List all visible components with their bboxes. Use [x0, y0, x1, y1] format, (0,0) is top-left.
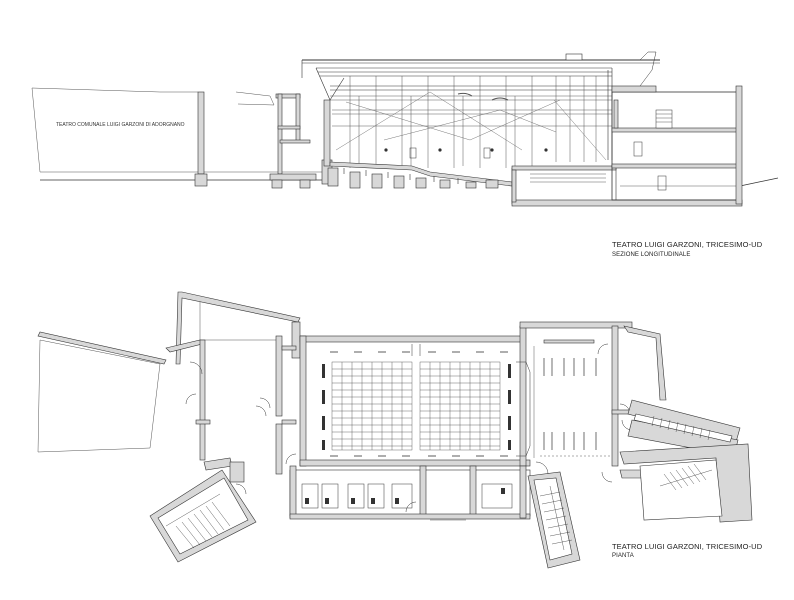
aisle-fixtures [322, 364, 511, 450]
longitudinal-section [31, 51, 779, 207]
section-title: TEATRO LUIGI GARZONI, TRICESIMO-UD [612, 240, 763, 249]
section-inner-label: TEATRO COMUNALE LUIGI GARZONI DI ADORGNA… [56, 122, 185, 128]
service-building [611, 85, 743, 205]
floor-plan [37, 291, 753, 569]
right-stair-tower-lower [619, 443, 753, 523]
seating-steps [327, 167, 499, 189]
seat-markers [343, 168, 459, 184]
door-swings [185, 343, 609, 465]
foyer-walls [37, 291, 301, 475]
hall-fixtures [384, 147, 548, 159]
section-subtitle: SEZIONE LONGITUDINALE [612, 252, 691, 258]
stage-block [511, 165, 743, 207]
foyer-outline [37, 300, 276, 453]
left-stair-tower [149, 461, 257, 563]
ground-line [40, 177, 779, 187]
service-strip [289, 465, 531, 521]
hall-walls-plan [281, 321, 633, 467]
plan-title: TEATRO LUIGI GARZONI, TRICESIMO-UD [612, 542, 763, 551]
seating-left [331, 361, 413, 451]
hall-roof [301, 51, 660, 160]
hall-top-marks [330, 344, 508, 356]
foundations-left [194, 159, 333, 189]
annex-walls [197, 91, 311, 175]
right-stair-tower-bottom [527, 461, 581, 569]
seating-right [419, 361, 501, 451]
stage-area [516, 339, 610, 458]
existing-building-outline [31, 87, 330, 173]
hall-posts [349, 76, 597, 168]
rigging-lines [335, 91, 607, 161]
plan-subtitle: PIANTA [612, 553, 634, 559]
